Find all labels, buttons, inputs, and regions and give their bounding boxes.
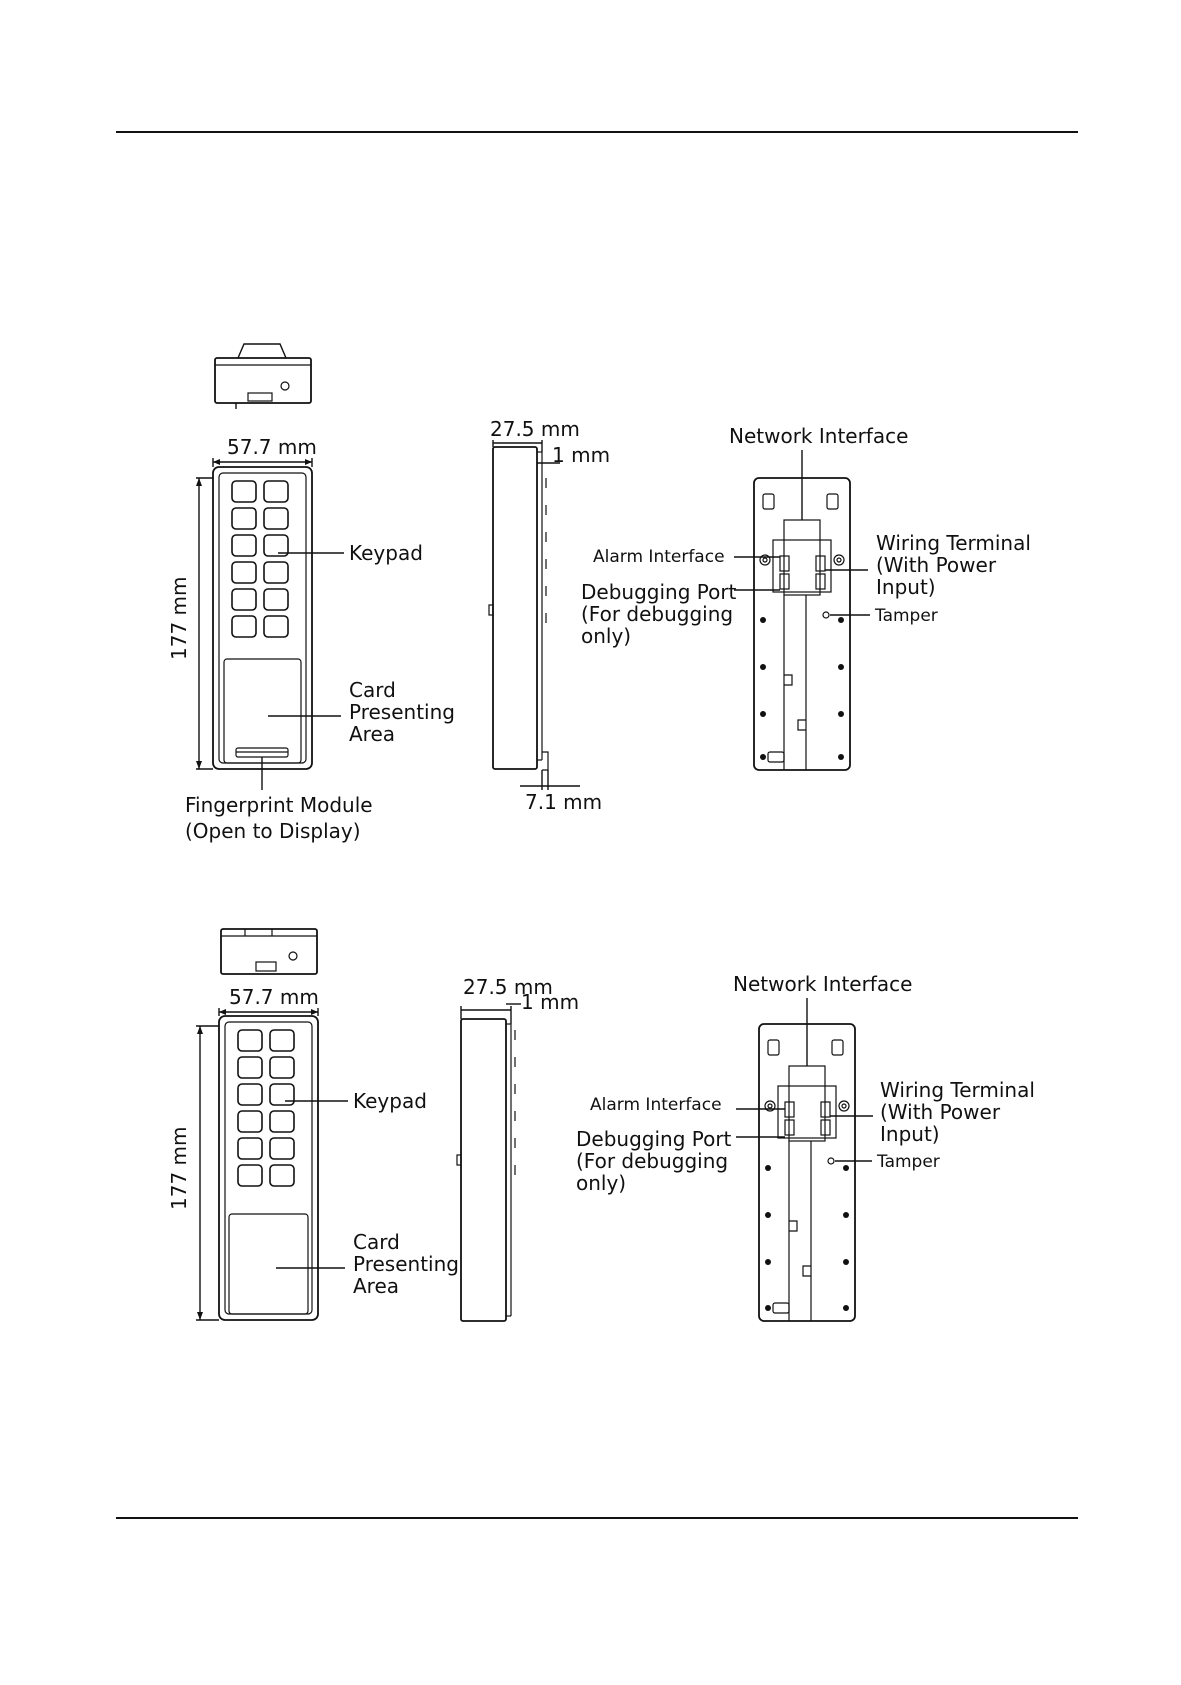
rear-debug-label-2a: Debugging Port bbox=[576, 1127, 732, 1151]
rear-network-label-2: Network Interface bbox=[733, 972, 912, 996]
side-view-1: 27.5 mm 1 mm 7.1 mm bbox=[488, 417, 610, 814]
rear-debug-label-1a: Debugging Port bbox=[581, 580, 737, 604]
keypad-grid-2 bbox=[237, 1029, 295, 1187]
rear-debug-label-2b: (For debugging bbox=[576, 1149, 728, 1173]
keypad-key bbox=[231, 615, 257, 638]
header-rule bbox=[116, 131, 1078, 133]
screw-hole bbox=[765, 1165, 771, 1171]
front-height-2: 177 mm bbox=[167, 1127, 191, 1211]
keypad-label-1: Keypad bbox=[349, 541, 423, 565]
screw-hole bbox=[760, 664, 766, 670]
keypad-key bbox=[269, 1083, 295, 1106]
side-bottom-1: 7.1 mm bbox=[525, 790, 602, 814]
screw-hole bbox=[760, 754, 766, 760]
card-area-label-1b: Presenting bbox=[349, 700, 455, 724]
screw-hole bbox=[843, 1165, 849, 1171]
keypad-label-2: Keypad bbox=[353, 1089, 427, 1113]
front-width-2: 57.7 mm bbox=[229, 985, 319, 1009]
rear-alarm-label-2: Alarm Interface bbox=[590, 1095, 722, 1115]
card-area-label-1a: Card bbox=[349, 678, 396, 702]
rear-debug-label-2c: only) bbox=[576, 1171, 626, 1195]
side-depth-2: 27.5 mm bbox=[463, 975, 553, 999]
keypad-key bbox=[237, 1137, 263, 1160]
keypad-key bbox=[263, 480, 289, 503]
rear-view-1: Network Interface Alarm Interface Debugg… bbox=[581, 424, 1031, 771]
view-standard: 57.7 mm 177 mm Keypad Card Presenting Ar… bbox=[167, 928, 1035, 1322]
screw-hole bbox=[843, 1259, 849, 1265]
side-view-2: 27.5 mm 1 mm bbox=[456, 975, 579, 1322]
card-area-label-2c: Area bbox=[353, 1274, 399, 1298]
keypad-key bbox=[231, 534, 257, 557]
keypad-key bbox=[237, 1029, 263, 1052]
rear-tamper-label-2: Tamper bbox=[876, 1152, 940, 1172]
keypad-key bbox=[263, 561, 289, 584]
keypad-key bbox=[263, 588, 289, 611]
keypad-key bbox=[269, 1137, 295, 1160]
screw-hole bbox=[760, 711, 766, 717]
rear-tamper-label-1: Tamper bbox=[874, 606, 938, 626]
keypad-key bbox=[231, 480, 257, 503]
card-area-label-2a: Card bbox=[353, 1230, 400, 1254]
screw-hole bbox=[838, 711, 844, 717]
screw-hole bbox=[843, 1305, 849, 1311]
keypad-key bbox=[263, 507, 289, 530]
top-view-1 bbox=[214, 343, 312, 409]
keypad-key bbox=[269, 1029, 295, 1052]
fingerprint-label-1b: (Open to Display) bbox=[185, 819, 361, 843]
screw-hole bbox=[843, 1212, 849, 1218]
front-view-2: 57.7 mm 177 mm Keypad Card Presenting Ar… bbox=[167, 985, 459, 1321]
screw-hole bbox=[765, 1259, 771, 1265]
keypad-key bbox=[231, 507, 257, 530]
screw-hole bbox=[760, 617, 766, 623]
front-height-1: 177 mm bbox=[167, 577, 191, 661]
view-fingerprint: 57.7 mm 177 mm Keypad Card Presenting Ar… bbox=[167, 343, 1031, 843]
fingerprint-label-1a: Fingerprint Module bbox=[185, 793, 373, 817]
rear-debug-label-1c: only) bbox=[581, 624, 631, 648]
keypad-key bbox=[269, 1110, 295, 1133]
keypad-grid-1 bbox=[231, 480, 289, 638]
side-offset-1: 1 mm bbox=[552, 443, 610, 467]
rear-wiring-label-1a: Wiring Terminal bbox=[876, 531, 1031, 555]
keypad-key bbox=[269, 1056, 295, 1079]
front-width-1: 57.7 mm bbox=[227, 435, 317, 459]
keypad-key bbox=[269, 1164, 295, 1187]
rear-debug-label-1b: (For debugging bbox=[581, 602, 733, 626]
footer-rule bbox=[116, 1517, 1078, 1519]
screw-hole bbox=[838, 664, 844, 670]
front-view-1: 57.7 mm 177 mm Keypad Card Presenting Ar… bbox=[167, 435, 455, 843]
screw-hole bbox=[838, 754, 844, 760]
rear-alarm-label-1: Alarm Interface bbox=[593, 547, 725, 567]
card-area-label-1c: Area bbox=[349, 722, 395, 746]
card-area-label-2b: Presenting bbox=[353, 1252, 459, 1276]
rear-view-2: Network Interface Alarm Interface Debugg… bbox=[576, 972, 1035, 1322]
rear-wiring-label-1c: Input) bbox=[876, 575, 936, 599]
keypad-key bbox=[231, 588, 257, 611]
screw-hole bbox=[838, 617, 844, 623]
side-depth-1: 27.5 mm bbox=[490, 417, 580, 441]
keypad-key bbox=[263, 615, 289, 638]
keypad-key bbox=[237, 1083, 263, 1106]
rear-network-label-1: Network Interface bbox=[729, 424, 908, 448]
rear-wiring-label-2c: Input) bbox=[880, 1122, 940, 1146]
rear-wiring-label-2a: Wiring Terminal bbox=[880, 1078, 1035, 1102]
keypad-key bbox=[237, 1056, 263, 1079]
keypad-key bbox=[263, 534, 289, 557]
keypad-key bbox=[231, 561, 257, 584]
screw-hole bbox=[765, 1305, 771, 1311]
top-view-2 bbox=[220, 928, 318, 975]
side-offset-2: 1 mm bbox=[521, 990, 579, 1014]
rear-wiring-label-1b: (With Power bbox=[876, 553, 997, 577]
keypad-key bbox=[237, 1164, 263, 1187]
screw-hole bbox=[765, 1212, 771, 1218]
keypad-key bbox=[237, 1110, 263, 1133]
rear-wiring-label-2b: (With Power bbox=[880, 1100, 1001, 1124]
